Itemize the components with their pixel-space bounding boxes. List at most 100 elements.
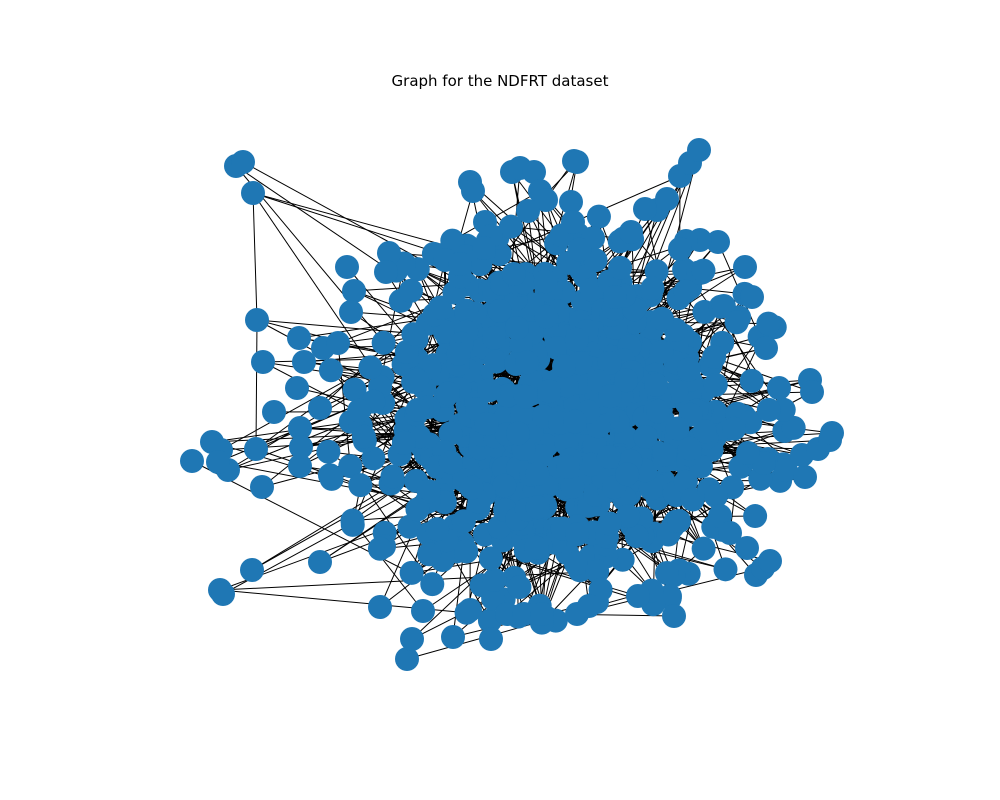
graph-node (512, 602, 536, 626)
graph-node (451, 509, 476, 534)
graph-node (702, 344, 727, 369)
graph-node (398, 278, 423, 303)
graph-node (348, 473, 373, 498)
graph-node (530, 602, 554, 626)
graph-node (438, 421, 463, 446)
graph-node (560, 474, 585, 499)
graph-node (585, 559, 610, 584)
graph-node (781, 415, 806, 440)
graph-node (820, 421, 844, 445)
graph-node (507, 575, 532, 600)
graph-node (454, 539, 479, 564)
graph-node (495, 602, 519, 626)
graph-node (655, 187, 679, 211)
graph-node (633, 425, 658, 450)
graph-node (724, 310, 749, 335)
graph-node (537, 379, 562, 404)
graph-node (240, 558, 264, 582)
graph-node (319, 466, 344, 491)
graph-node (626, 584, 650, 608)
graph-node (565, 522, 590, 547)
graph-node (244, 437, 268, 461)
graph-node (597, 511, 622, 536)
graph-node (756, 311, 781, 336)
graph-node (633, 197, 657, 221)
graph-node (482, 567, 507, 592)
graph-node (673, 279, 698, 304)
graph-node (308, 550, 332, 574)
graph-node (676, 357, 701, 382)
graph-node (326, 331, 350, 355)
graph-node (289, 435, 313, 459)
graph-edge (255, 319, 258, 450)
graph-node (285, 376, 309, 400)
graph-node (767, 376, 791, 400)
graph-node (524, 535, 549, 560)
graph-node (800, 380, 824, 404)
graph-node (644, 372, 669, 397)
graph-node (703, 372, 728, 397)
graph-node (380, 464, 405, 489)
graph-node (292, 350, 316, 374)
graph-node (613, 368, 638, 393)
graph-node (563, 551, 588, 576)
graph-node (446, 341, 471, 366)
graph-node (565, 150, 589, 174)
graph-node (479, 627, 503, 651)
graph-node (288, 416, 312, 440)
graph-node (391, 430, 416, 455)
graph-node (603, 285, 627, 309)
graph-node (552, 354, 577, 379)
graph-node (351, 424, 376, 449)
graph-node (506, 421, 531, 446)
graph-node (211, 582, 235, 606)
graph-node (206, 450, 230, 474)
graph-node (374, 260, 398, 284)
graph-node (545, 336, 570, 361)
graph-node (417, 542, 442, 567)
graph-node (577, 594, 601, 618)
graph-node (534, 304, 559, 329)
graph-node (596, 445, 621, 470)
graph-node (704, 484, 728, 508)
graph-node (691, 536, 716, 561)
graph-node (339, 300, 363, 324)
graph-node (736, 441, 760, 465)
graph-node (668, 237, 692, 261)
graph-node (395, 647, 419, 671)
graph-node (706, 230, 730, 254)
graph-node (655, 561, 679, 585)
graph-node (649, 339, 674, 364)
graph-node (400, 627, 424, 651)
graph-node (740, 285, 764, 309)
graph-node (504, 316, 529, 341)
graph-node (564, 327, 589, 352)
graph-node (619, 220, 643, 244)
graph-node (481, 325, 506, 350)
graph-edge (337, 342, 351, 467)
graph-node (438, 450, 463, 475)
graph-node (525, 461, 550, 486)
graph-node (722, 416, 747, 441)
graph-node (484, 349, 509, 374)
graph-node (420, 572, 445, 597)
graph-node (652, 442, 677, 467)
graph-node (616, 504, 641, 529)
graph-node (665, 416, 690, 441)
graph-node (335, 255, 359, 279)
graph-node (287, 326, 311, 350)
graph-node (477, 378, 502, 403)
graph-node (534, 188, 558, 212)
graph-node (338, 454, 363, 479)
graph-node (649, 306, 674, 331)
graph-node (262, 400, 286, 424)
graph-node (756, 397, 781, 422)
graph-node (405, 497, 430, 522)
graph-node (773, 458, 798, 483)
graph-node (677, 436, 702, 461)
graph-node (316, 439, 341, 464)
graph-node (318, 358, 343, 383)
graph-node (559, 190, 583, 214)
graph-node (556, 454, 581, 479)
